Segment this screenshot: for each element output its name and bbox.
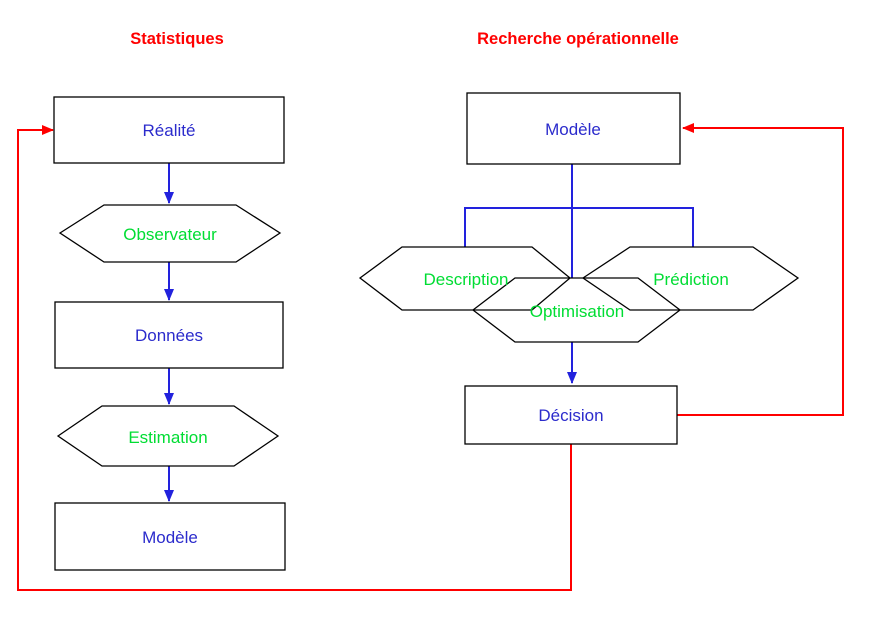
node-modele-stat-box [54,502,286,571]
node-modele-stat-label: Modèle [142,528,198,547]
node-description-label: Description [423,270,508,289]
node-estimation-label: Estimation [128,428,207,447]
node-donnees-label: Données [135,326,203,345]
node-prediction-hexagon [581,246,800,311]
title-recherche-operationnelle: Recherche opérationnelle [477,30,679,48]
node-realite-label: Réalité [143,121,196,140]
red-loop-decision-to-realite [17,125,572,591]
node-observateur-hexagon [58,204,282,263]
node-modele-ro-box [466,92,681,165]
connector-branch-description-prediction [464,207,694,247]
red-loop-decision-to-modele [677,123,844,416]
node-estimation-hexagon [56,405,280,467]
title-statistiques: Statistiques [130,30,224,48]
node-decision-box [464,385,678,445]
node-donnees-box [54,301,284,369]
node-prediction-label: Prédiction [653,270,729,289]
node-decision-label: Décision [538,406,603,425]
node-modele-ro-label: Modèle [545,120,601,139]
node-optimisation-label: Optimisation [530,302,624,321]
node-observateur-label: Observateur [123,225,217,244]
node-realite-box [53,96,285,164]
node-optimisation-hexagon [471,277,682,343]
